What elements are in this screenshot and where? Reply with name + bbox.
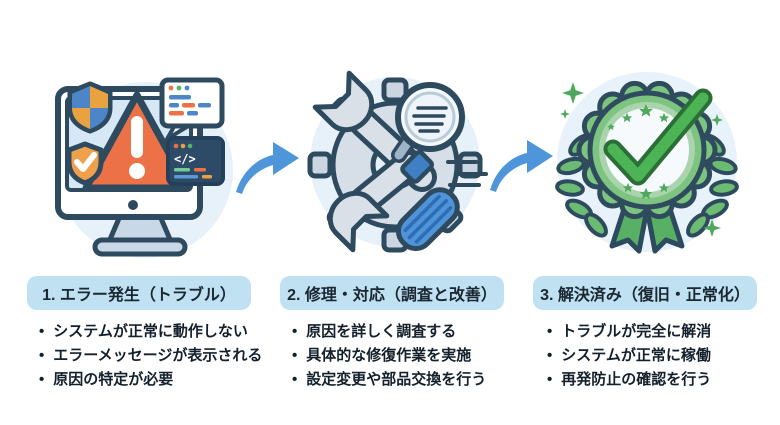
shield-quartered-icon — [67, 81, 113, 134]
checkmark-icon — [603, 88, 713, 186]
step2-bullet-list: 原因を詳しく調査する 具体的な修復作業を実施 設定変更や部品交換を行う — [292, 320, 486, 392]
bullet-item: システムが正常に稼働 — [547, 344, 711, 368]
step2-title: 2. 修理・対応（調査と改善） — [280, 276, 504, 310]
bullet-item: エラーメッセージが表示される — [39, 344, 262, 368]
bullet-item: 原因の特定が必要 — [39, 368, 262, 392]
shield-check-icon — [66, 141, 104, 186]
bullet-item: トラブルが完全に解消 — [547, 320, 711, 344]
code-window-icon: </> — [166, 136, 225, 186]
error-message-bubble-icon — [159, 77, 225, 141]
bullet-item: 設定変更や部品交換を行う — [292, 368, 486, 392]
resolved-badge-illustration — [555, 72, 739, 254]
monitor-error-illustration: </> — [55, 77, 233, 258]
screwdriver-icon — [395, 150, 460, 252]
bullet-item: 具体的な修復作業を実施 — [292, 344, 486, 368]
bullet-item: 再発防止の確認を行う — [547, 368, 711, 392]
step1-title: 1. エラー発生（トラブル） — [27, 276, 251, 310]
bullet-item: システムが正常に動作しない — [39, 320, 262, 344]
magnifier-icon — [391, 82, 465, 163]
speed-lines-icon — [446, 160, 488, 187]
step1-bullet-list: システムが正常に動作しない エラーメッセージが表示される 原因の特定が必要 — [39, 320, 262, 392]
step3-title: 3. 解決済み（復旧・正常化） — [533, 276, 757, 310]
curved-right-arrow-icon — [236, 142, 299, 194]
step3-bullet-list: トラブルが完全に解消 システムが正常に稼働 再発防止の確認を行う — [547, 320, 711, 392]
repair-tools-illustration — [307, 70, 488, 253]
bullet-item: 原因を詳しく調査する — [292, 320, 486, 344]
code-glyph: </> — [174, 152, 196, 166]
curved-right-arrow-icon — [490, 140, 553, 192]
warning-triangle-icon — [82, 91, 192, 192]
